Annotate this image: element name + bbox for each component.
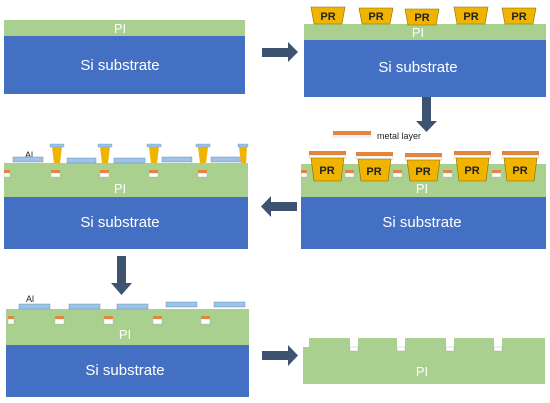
al-label: Al (25, 150, 33, 160)
step-2-panel: PI Si substrate PR PR PR PR PR (304, 6, 546, 97)
trench-metal (349, 346, 503, 352)
pi-layer (304, 24, 546, 40)
si-substrate-label: Si substrate (382, 214, 461, 231)
step-1-panel: PI Si substrate (4, 20, 245, 94)
si-substrate (6, 345, 249, 397)
pi-label: PI (416, 364, 428, 379)
svg-text:PR: PR (368, 11, 383, 23)
svg-text:PR: PR (319, 165, 334, 177)
si-substrate-label: Si substrate (378, 59, 457, 76)
svg-text:PR: PR (320, 11, 335, 23)
arrow-down-2 (111, 256, 132, 295)
svg-text:PR: PR (366, 166, 381, 178)
svg-text:PR: PR (511, 11, 526, 23)
pr-remnants (49, 143, 249, 163)
pi-label: PI (119, 327, 131, 342)
arrow-right-1 (262, 42, 298, 62)
svg-text:PR: PR (415, 166, 430, 178)
svg-text:PR: PR (463, 11, 478, 23)
si-substrate-label: Si substrate (85, 362, 164, 379)
svg-text:PR: PR (414, 12, 429, 24)
trench-metal (3, 170, 208, 178)
pr-blocks-with-metal: PR PR PR PR PR (308, 151, 540, 182)
pi-layer (4, 20, 245, 36)
al-pads (18, 301, 246, 310)
al-label: Al (26, 294, 34, 304)
pi-label: PI (416, 181, 428, 196)
pi-label: PI (114, 181, 126, 196)
si-substrate (4, 197, 248, 249)
trench-metal (300, 170, 502, 178)
si-substrate-label: Si substrate (80, 214, 159, 231)
pr-blocks: PR PR PR PR PR (310, 6, 537, 26)
pi-layer (6, 309, 249, 345)
pi-released-film (303, 338, 545, 384)
arrow-left-1 (261, 196, 297, 217)
metal-layer-legend (333, 131, 371, 135)
metal-layer-label: metal layer (377, 131, 421, 141)
pi-label: PI (412, 25, 424, 40)
trench-metal (7, 316, 211, 325)
si-substrate (301, 197, 546, 249)
step-3-panel: metal layer PI Si substrate PR (300, 131, 546, 249)
si-substrate (4, 36, 245, 94)
step-6-panel: PI (303, 338, 545, 384)
pi-label: PI (114, 21, 126, 36)
svg-text:PR: PR (464, 165, 479, 177)
svg-text:PR: PR (512, 165, 527, 177)
pi-layer (4, 163, 248, 197)
arrow-right-2 (262, 345, 298, 366)
si-substrate-label: Si substrate (80, 57, 159, 74)
si-substrate (304, 40, 546, 97)
arrow-down-1 (416, 97, 437, 132)
step-4-panel: PI Si substrate Al (3, 143, 249, 249)
step-5-panel: PI Si substrate Al (6, 294, 249, 397)
al-pads (12, 156, 242, 164)
